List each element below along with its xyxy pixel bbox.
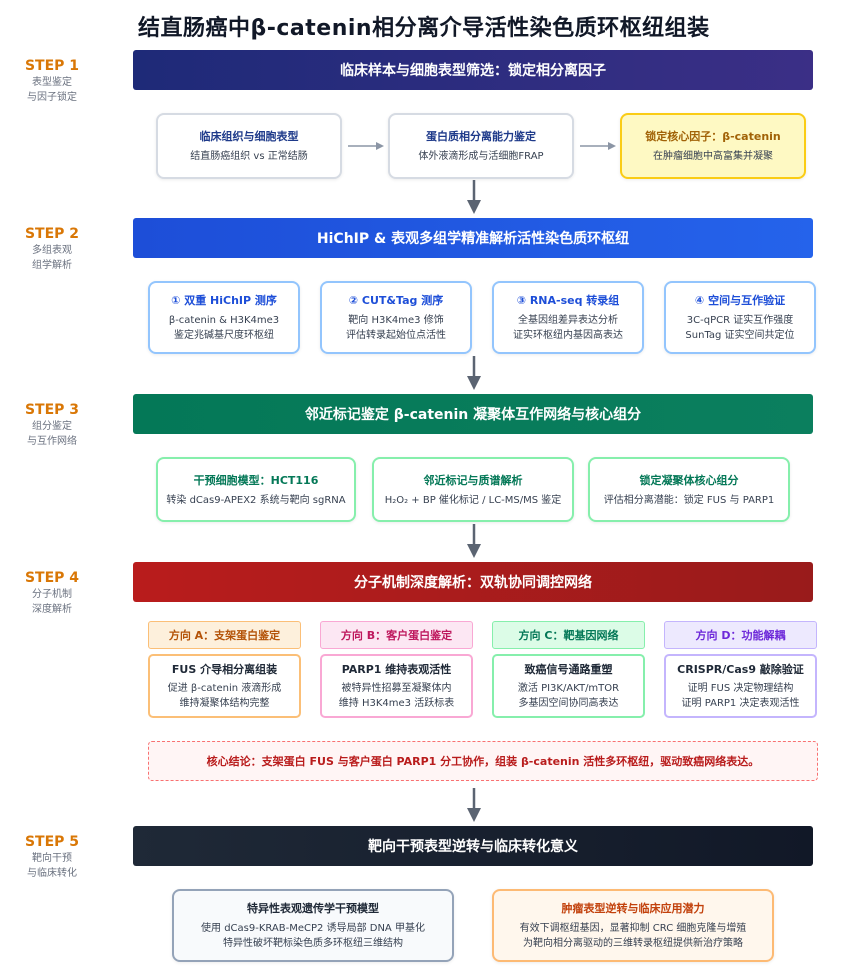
down-arrow-icon <box>467 180 481 214</box>
card-title: 锁定核心因子：β-catenin <box>645 130 781 143</box>
step-4-sub-1: 分子机制 <box>32 589 72 600</box>
direction-d-card: CRISPR/Cas9 敲除验证 证明 FUS 决定物理结构 证明 PARP1 … <box>664 654 817 718</box>
step-2-card-cut-tag: ② CUT&Tag 测序 靶向 H3K4me3 修饰 评估转录起始位点活性 <box>320 281 472 354</box>
step-1-sub-1: 表型鉴定 <box>32 77 72 88</box>
step-5-sub-1: 靶向干预 <box>32 853 72 864</box>
card-desc: 转染 dCas9-APEX2 系统与靶向 sgRNA <box>166 494 346 506</box>
card-title: CRISPR/Cas9 敲除验证 <box>677 663 804 676</box>
step-2-card-hichip: ① 双重 HiChIP 测序 β-catenin & H3K4me3 鉴定兆碱基… <box>148 281 300 354</box>
direction-c-card: 致癌信号通路重塑 激活 PI3K/AKT/mTOR 多基因空间协同高表达 <box>492 654 645 718</box>
step-1-card-clinical: 临床组织与细胞表型 结直肠癌组织 vs 正常结肠 <box>156 113 342 179</box>
card-desc-2: 维持 H3K4me3 活跃标表 <box>338 698 455 709</box>
down-arrow-icon <box>467 356 481 390</box>
card-title: PARP1 维持表观活性 <box>341 663 452 676</box>
card-title: 干预细胞模型：HCT116 <box>193 473 319 487</box>
step-2-title: STEP 2 <box>24 226 80 242</box>
card-title: ② CUT&Tag 测序 <box>348 294 444 307</box>
step-5-banner: 靶向干预表型逆转与临床转化意义 <box>133 826 813 866</box>
direction-d-header: 方向 D：功能解耦 <box>664 621 817 649</box>
card-desc-2: 证明 PARP1 决定表观活性 <box>681 698 800 709</box>
card-desc: 结直肠癌组织 vs 正常结肠 <box>190 151 308 162</box>
step-1-banner: 临床样本与细胞表型筛选：锁定相分离因子 <box>133 50 813 90</box>
card-title: 特异性表观遗传学干预模型 <box>247 902 379 915</box>
step-3-card-cell-model: 干预细胞模型：HCT116 转染 dCas9-APEX2 系统与靶向 sgRNA <box>156 457 356 522</box>
card-desc-2: 多基因空间协同高表达 <box>518 698 619 709</box>
down-arrow-icon <box>467 788 481 822</box>
card-desc: 评估相分离潜能：锁定 FUS 与 PARP1 <box>603 494 775 506</box>
right-arrow-icon <box>580 142 616 150</box>
step-3-sub-1: 组分鉴定 <box>32 421 72 432</box>
direction-b-header: 方向 B：客户蛋白鉴定 <box>320 621 473 649</box>
card-title: 临床组织与细胞表型 <box>199 130 299 143</box>
page-title: 结直肠癌中β-catenin相分离介导活性染色质环枢纽组装 <box>138 16 710 41</box>
card-desc-2: 评估转录起始位点活性 <box>346 330 446 341</box>
card-desc-2: 维持凝聚体结构完整 <box>179 698 270 709</box>
step-2-sub-2: 组学解析 <box>32 260 72 271</box>
core-conclusion: 核心结论：支架蛋白 FUS 与客户蛋白 PARP1 分工协作，组装 β-cate… <box>148 741 818 781</box>
step-5-card-clinical-potential: 肿瘤表型逆转与临床应用潜力 有效下调枢纽基因，显著抑制 CRC 细胞克隆与增殖 … <box>492 889 774 962</box>
step-3-label: STEP 3 组分鉴定 与互作网络 <box>8 402 96 448</box>
right-arrow-icon <box>348 142 384 150</box>
step-4-label: STEP 4 分子机制 深度解析 <box>8 570 96 616</box>
step-1-title: STEP 1 <box>24 58 80 74</box>
card-desc-1: 激活 PI3K/AKT/mTOR <box>517 683 620 694</box>
step-3-card-core-components: 锁定凝聚体核心组分 评估相分离潜能：锁定 FUS 与 PARP1 <box>588 457 790 522</box>
step-2-sub-1: 多组表观 <box>32 245 72 256</box>
step-2-label: STEP 2 多组表观 组学解析 <box>8 226 96 272</box>
step-3-banner: 邻近标记鉴定 β-catenin 凝聚体互作网络与核心组分 <box>133 394 813 434</box>
step-4-title: STEP 4 <box>24 570 80 586</box>
step-1-card-phase-separation: 蛋白质相分离能力鉴定 体外液滴形成与活细胞FRAP <box>388 113 574 179</box>
step-1-label: STEP 1 表型鉴定 与因子锁定 <box>8 58 96 104</box>
step-3-card-proximity-labeling: 邻近标记与质谱解析 H₂O₂ + BP 催化标记 / LC-MS/MS 鉴定 <box>372 457 574 522</box>
card-title: ④ 空间与互作验证 <box>694 294 786 307</box>
direction-a-header: 方向 A：支架蛋白鉴定 <box>148 621 301 649</box>
step-5-sub-2: 与临床转化 <box>27 868 77 879</box>
card-title: 蛋白质相分离能力鉴定 <box>426 130 536 143</box>
step-3-title: STEP 3 <box>24 402 80 418</box>
step-1-sub-2: 与因子锁定 <box>27 92 77 103</box>
card-desc-1: 证明 FUS 决定物理结构 <box>687 683 794 694</box>
down-arrow-icon <box>467 524 481 558</box>
step-2-card-spatial: ④ 空间与互作验证 3C-qPCR 证实互作强度 SunTag 证实空间共定位 <box>664 281 816 354</box>
card-desc-1: β-catenin & H3K4me3 <box>168 315 280 326</box>
card-title: 锁定凝聚体核心组分 <box>639 473 739 487</box>
step-5-title: STEP 5 <box>24 834 80 850</box>
card-title: FUS 介导相分离组装 <box>171 663 278 676</box>
card-title: 致癌信号通路重塑 <box>524 663 613 676</box>
card-desc-1: 3C-qPCR 证实互作强度 <box>686 315 794 326</box>
step-1-card-beta-catenin: 锁定核心因子：β-catenin 在肿瘤细胞中高富集并凝聚 <box>620 113 806 179</box>
card-desc: 在肿瘤细胞中高富集并凝聚 <box>653 151 773 162</box>
step-5-label: STEP 5 靶向干预 与临床转化 <box>8 834 96 880</box>
step-3-sub-2: 与互作网络 <box>27 436 77 447</box>
step-2-banner: HiChIP & 表观多组学精准解析活性染色质环枢纽 <box>133 218 813 258</box>
card-title: ① 双重 HiChIP 测序 <box>171 294 277 307</box>
step-4-banner: 分子机制深度解析：双轨协同调控网络 <box>133 562 813 602</box>
card-desc-1: 使用 dCas9-KRAB-MeCP2 诱导局部 DNA 甲基化 <box>201 923 425 934</box>
card-desc-1: 被特异性招募至凝聚体内 <box>341 683 452 694</box>
step-2-card-rna-seq: ③ RNA-seq 转录组 全基因组差异表达分析 证实环枢纽内基因高表达 <box>492 281 644 354</box>
card-title: 肿瘤表型逆转与临床应用潜力 <box>561 902 705 915</box>
step-4-sub-2: 深度解析 <box>32 604 72 615</box>
card-desc-1: 全基因组差异表达分析 <box>518 315 618 326</box>
card-desc-2: 证实环枢纽内基因高表达 <box>513 330 623 341</box>
card-desc: 体外液滴形成与活细胞FRAP <box>418 151 544 162</box>
direction-a-card: FUS 介导相分离组装 促进 β-catenin 液滴形成 维持凝聚体结构完整 <box>148 654 301 718</box>
step-5-card-epigenetic-model: 特异性表观遗传学干预模型 使用 dCas9-KRAB-MeCP2 诱导局部 DN… <box>172 889 454 962</box>
card-desc-1: 靶向 H3K4me3 修饰 <box>348 315 444 326</box>
card-title: ③ RNA-seq 转录组 <box>516 294 620 307</box>
card-desc-2: 为靶向相分离驱动的三维转录枢纽提供新治疗策略 <box>523 938 743 949</box>
card-desc-2: 特异性破坏靶标染色质多环枢纽三维结构 <box>223 938 403 949</box>
card-desc-1: 有效下调枢纽基因，显著抑制 CRC 细胞克隆与增殖 <box>519 923 747 934</box>
card-title: 邻近标记与质谱解析 <box>423 473 523 487</box>
direction-c-header: 方向 C：靶基因网络 <box>492 621 645 649</box>
direction-b-card: PARP1 维持表观活性 被特异性招募至凝聚体内 维持 H3K4me3 活跃标表 <box>320 654 473 718</box>
card-desc-2: SunTag 证实空间共定位 <box>685 330 795 341</box>
card-desc: H₂O₂ + BP 催化标记 / LC-MS/MS 鉴定 <box>384 494 562 506</box>
card-desc-1: 促进 β-catenin 液滴形成 <box>167 683 282 694</box>
card-desc-2: 鉴定兆碱基尺度环枢纽 <box>174 330 274 341</box>
